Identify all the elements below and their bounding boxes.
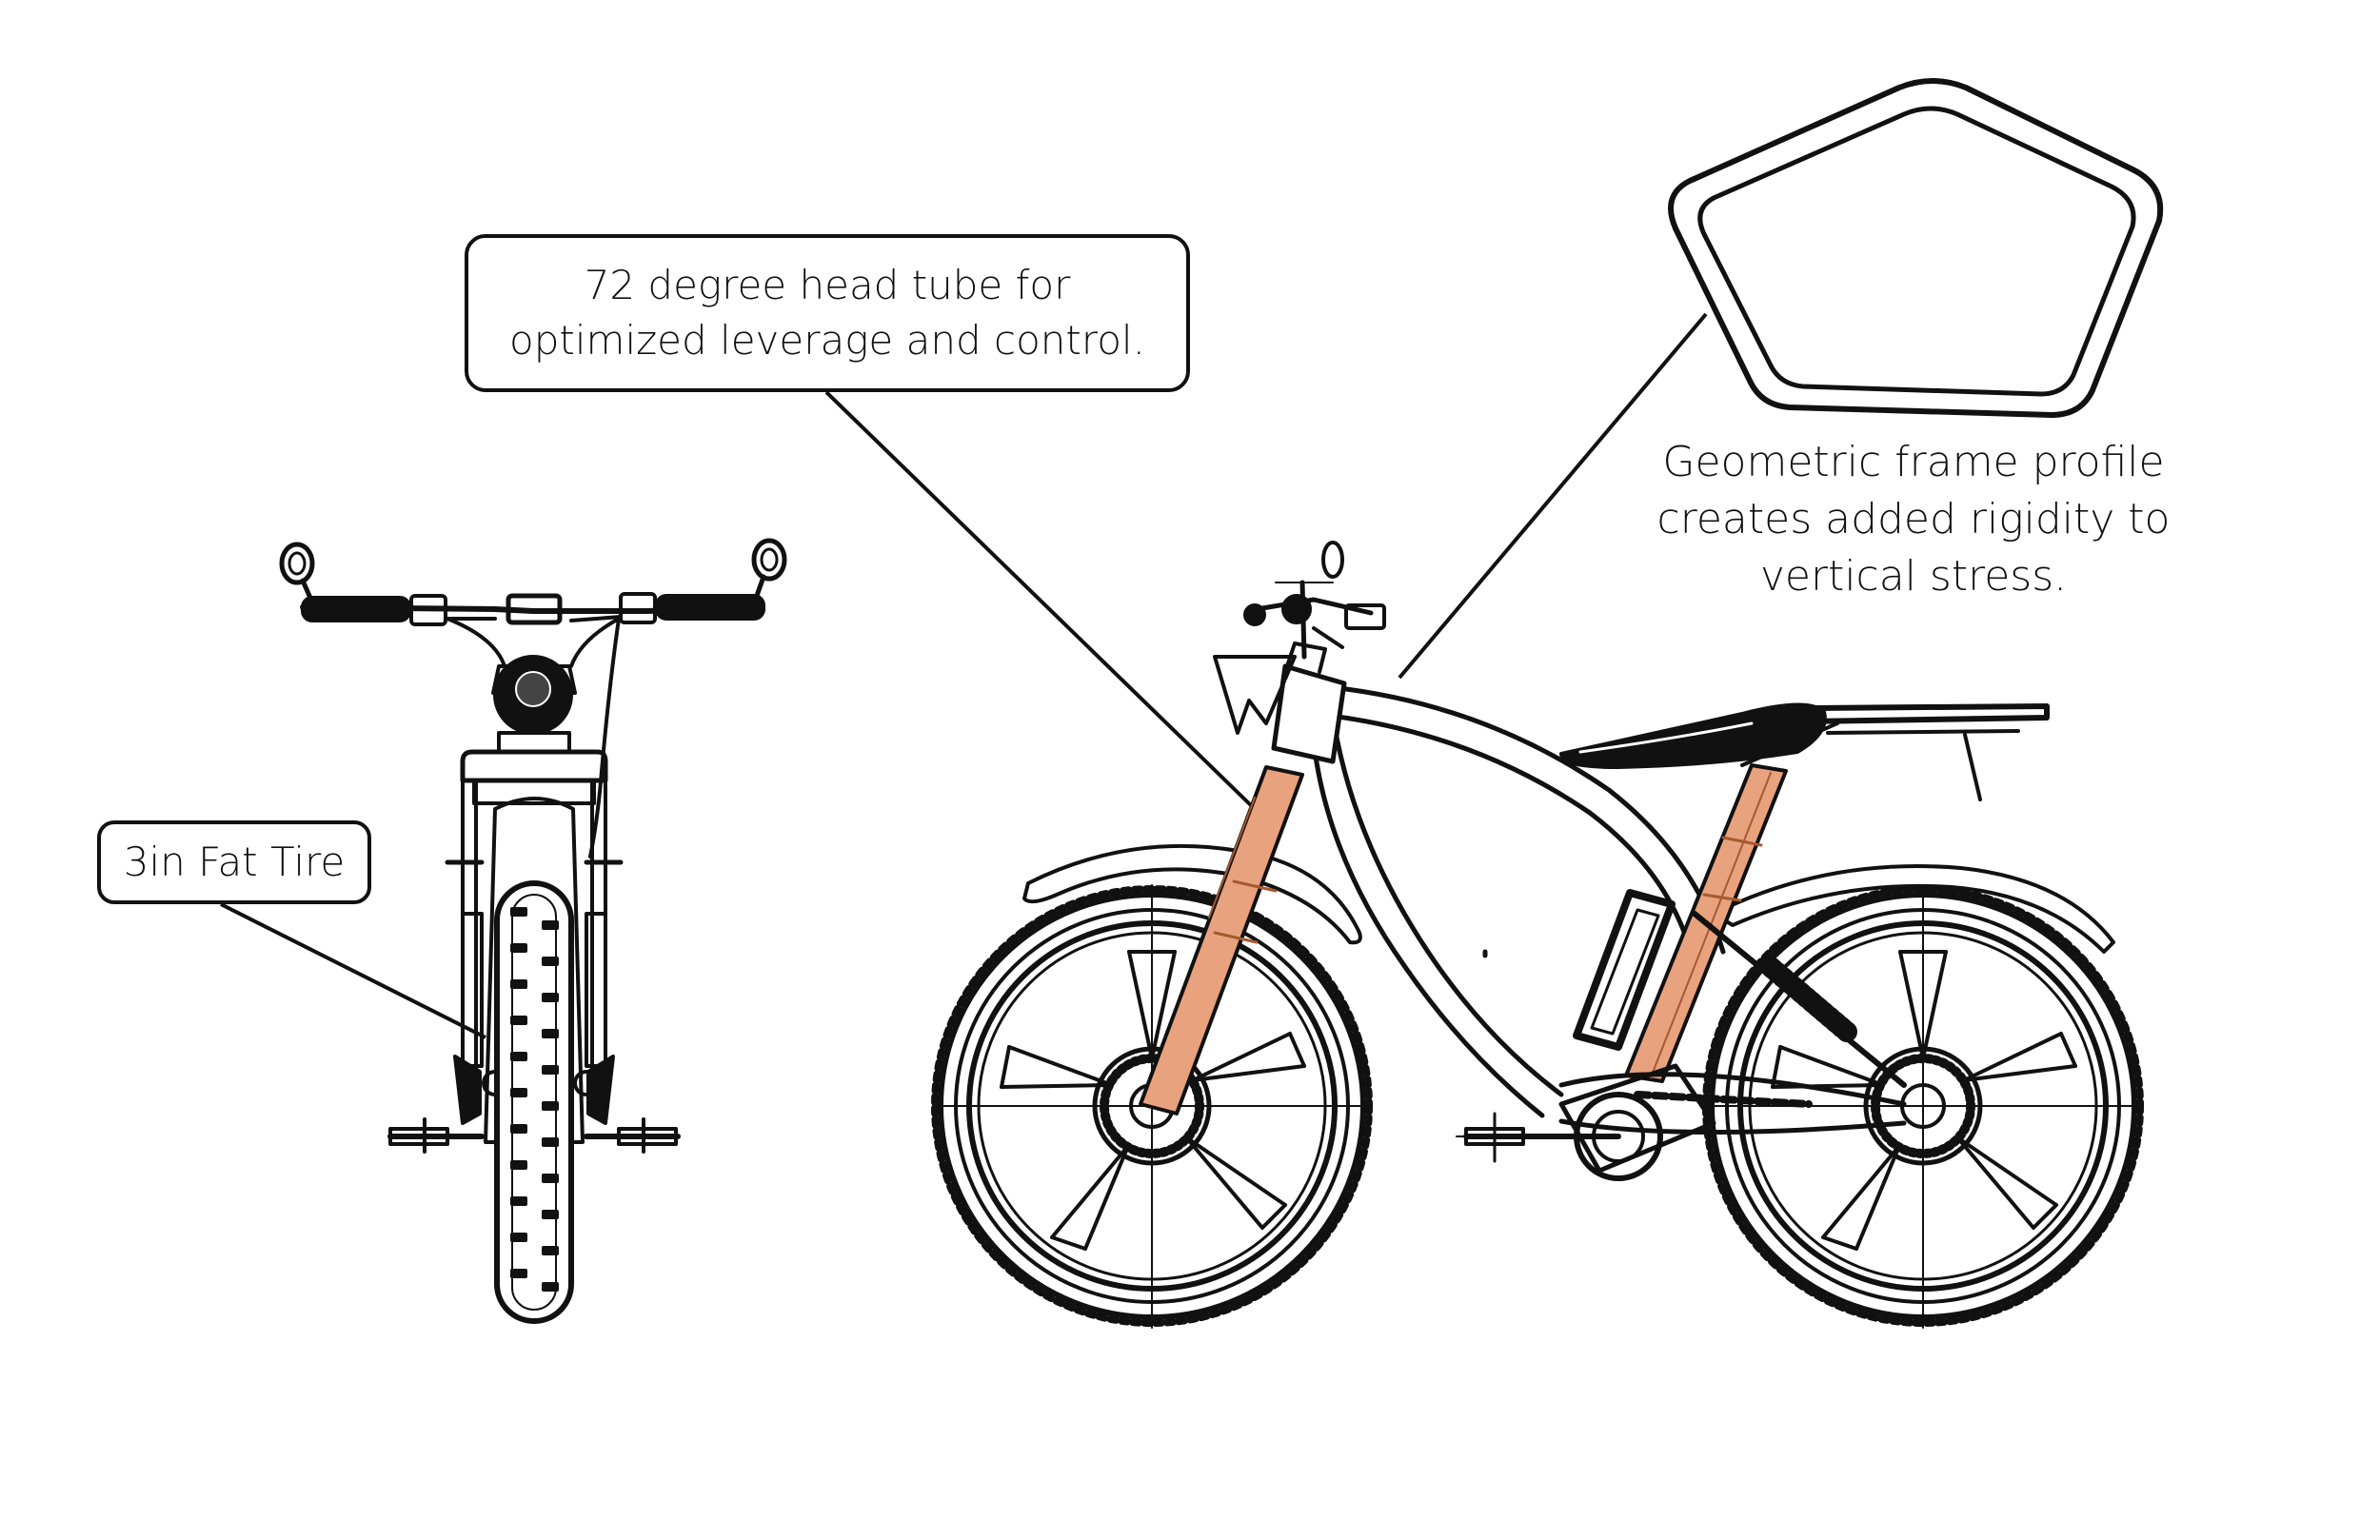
leader-line-fat-tire <box>220 902 486 1039</box>
callout-fat-tire: 3in Fat Tire <box>97 820 371 904</box>
callout-head-tube-line-2: optimized leverage and control. <box>509 317 1145 364</box>
side-view-bike <box>931 541 2144 1329</box>
leader-lines <box>220 312 1708 1039</box>
side-handlebar <box>1243 541 1386 660</box>
rear-wheel <box>1702 884 2144 1329</box>
rear-rack <box>1740 703 2050 801</box>
front-handlebar <box>300 592 765 668</box>
front-fat-tire <box>494 880 574 1324</box>
fork-highlight <box>1139 765 1304 1116</box>
main-frame <box>1311 684 1726 1118</box>
battery-pack <box>1573 889 1676 1051</box>
callout-frame-profile-line-1: Geometric frame profile <box>1662 438 2165 486</box>
callout-fat-tire-text: 3in Fat Tire <box>123 839 346 885</box>
side-mirror-icon <box>1321 541 1344 579</box>
front-pedals <box>387 1117 681 1154</box>
callout-frame-profile: Geometric frame profile creates added ri… <box>1599 434 2228 605</box>
pentagon-outer <box>1668 78 2164 418</box>
front-fork <box>445 749 624 1125</box>
callout-head-tube: 72 degree head tube for optimized levera… <box>465 234 1190 392</box>
leader-line-frame-profile <box>1398 312 1708 680</box>
frame-profile-cross-section <box>1668 78 2164 418</box>
callout-frame-profile-line-2: creates added rigidity to <box>1656 495 2171 543</box>
front-fender <box>484 797 585 1144</box>
front-wheel <box>931 884 1373 1329</box>
rear-suspension <box>1558 911 1907 1135</box>
leader-line-head-tube <box>824 390 1257 811</box>
pentagon-inner <box>1697 106 2136 397</box>
front-headlight <box>491 617 621 859</box>
front-fender-side <box>1022 843 1362 945</box>
head-tube-fork <box>1139 642 1347 1116</box>
callout-frame-profile-line-3: vertical stress. <box>1759 552 2068 601</box>
crank-set <box>1456 1063 1716 1181</box>
front-view-bike <box>279 538 787 1324</box>
rear-fender-side <box>1712 864 2115 954</box>
callout-head-tube-line-1: 72 degree head tube for <box>584 262 1071 308</box>
head-tube-block <box>1271 663 1347 764</box>
saddle <box>1559 702 1827 769</box>
